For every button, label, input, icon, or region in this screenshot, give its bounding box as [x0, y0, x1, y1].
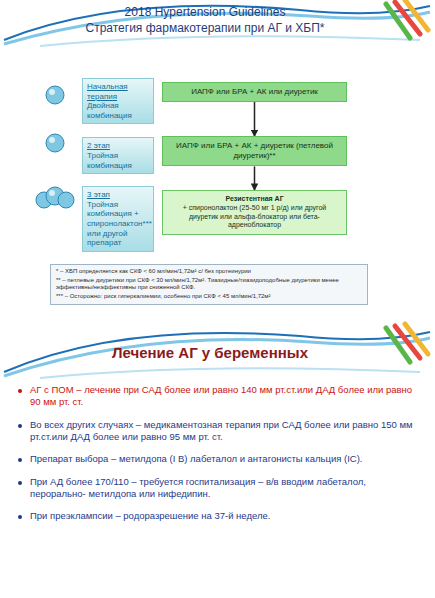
bullet-item: Препарат выбора – метилдопа (I B) лабета… [14, 453, 424, 465]
box-text: 2 этап [87, 141, 149, 151]
slide-title: 2018 Hypertension Guidelines [40, 5, 370, 19]
therapy-box: ИАПФ или БРА + АК + диуретик (петлевой д… [162, 136, 347, 166]
therapy-box: Резистентная АГ+ спиронолактон (25-50 мг… [162, 190, 347, 235]
bullet-dot [18, 389, 22, 393]
slide-title: Лечение АГ у беременных [40, 344, 380, 361]
bullet-item: При АД более 170/110 – требуется госпита… [14, 476, 424, 501]
step-label: Начальная терапияДвойная комбинация [82, 78, 154, 124]
box-text: ИАПФ или БРА + АК + диуретик (петлевой д… [171, 141, 338, 161]
bullet-list: АГ с ПОМ – лечение при САД более или рав… [14, 384, 424, 533]
bullet-item: АГ с ПОМ – лечение при САД более или рав… [14, 384, 424, 409]
step-label: 2 этапТройная комбинация [82, 137, 154, 174]
box-text: Резистентная АГ [171, 195, 338, 204]
bullet-item: Во всех других случаях – медикаментозная… [14, 419, 424, 444]
bullet-text: Препарат выбора – метилдопа (I B) лабета… [30, 453, 362, 465]
bullet-text: Во всех других случаях – медикаментозная… [30, 419, 424, 444]
box-text: * – ХБП определяется как СКФ < 60 мл/мин… [56, 268, 362, 276]
box-text: ИАПФ или БРА + АК или диуретик [171, 87, 338, 97]
bullet-dot [18, 458, 22, 462]
flow-arrow [254, 102, 256, 136]
bullet-dot [18, 424, 22, 428]
bullet-text: При АД более 170/110 – требуется госпита… [30, 476, 424, 501]
therapy-box: ИАПФ или БРА + АК или диуретик [162, 82, 347, 102]
bullet-text: При преэклампсии – родоразрешение на 37-… [30, 510, 270, 522]
bullet-dot [18, 481, 22, 485]
box-text: Тройная комбинация [87, 151, 149, 170]
flow-arrow [254, 166, 256, 190]
box-text: Тройная комбинация + спиронолактон*** ил… [87, 200, 149, 248]
slide-subtitle: Стратегия фармакотерапии при АГ и ХБП* [40, 21, 370, 35]
box-text: + спиронолактон (25-50 мг 1 р/д) или дру… [171, 204, 338, 230]
footnote-box: * – ХБП определяется как СКФ < 60 мл/мин… [50, 264, 368, 305]
bullet-item: При преэклампсии – родоразрешение на 37-… [14, 510, 424, 522]
bullet-text: АГ с ПОМ – лечение при САД более или рав… [30, 384, 424, 409]
box-text: Начальная терапия [87, 82, 149, 101]
bullet-dot [18, 515, 22, 519]
box-text: Двойная комбинация [87, 101, 149, 120]
step-label: 3 этапТройная комбинация + спиронолактон… [82, 186, 154, 252]
box-text: 3 этап [87, 190, 149, 200]
box-text: *** – Осторожно: риск гиперкалиемии, осо… [56, 293, 362, 301]
box-text: ** – петлевые диуретики при СКФ < 30 мл/… [56, 277, 362, 293]
